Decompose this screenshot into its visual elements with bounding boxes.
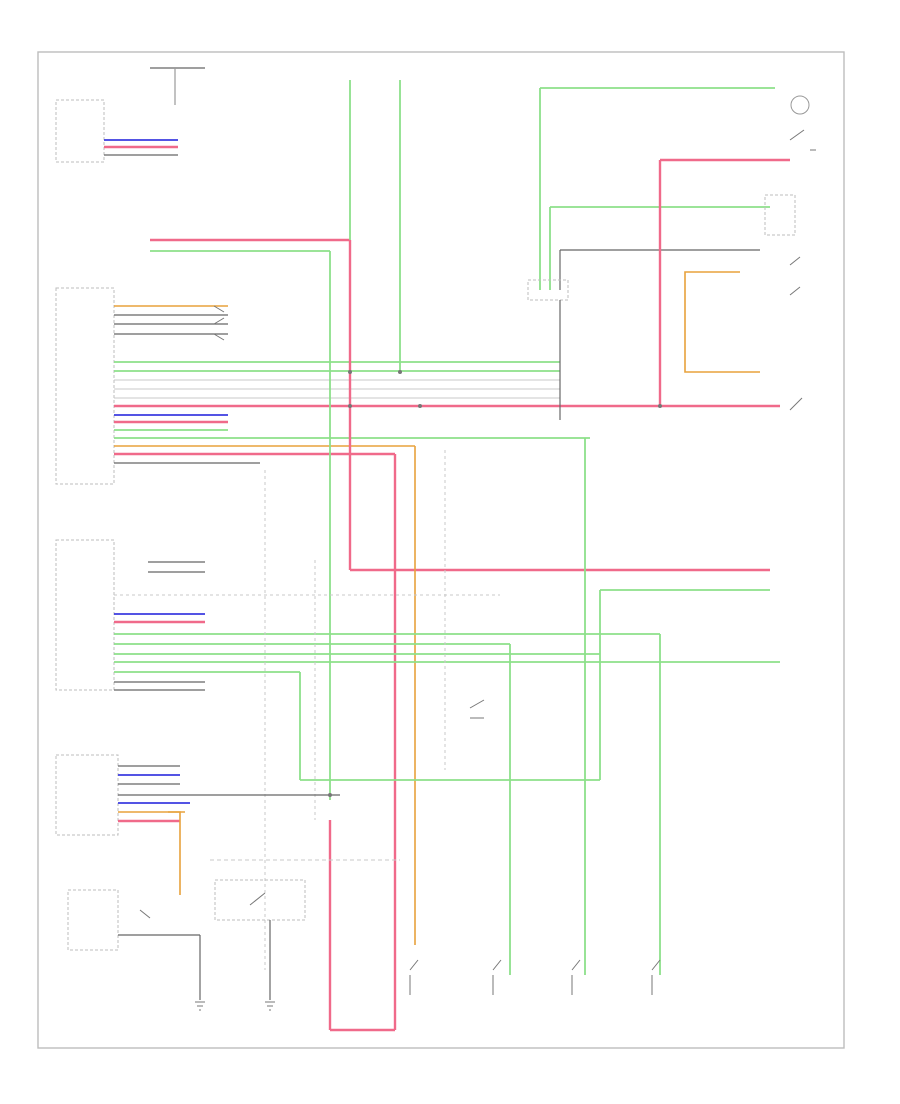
splice-dot [398,370,402,374]
switch-bottom-3 [571,959,581,995]
switch-middle [469,699,485,719]
lamp-icon [790,95,810,115]
switch-symbols-left [213,305,225,341]
splice-dot [348,370,352,374]
ground-icon-1 [195,1001,205,1011]
module-box-lower-left [55,754,119,836]
switch-bottom-left [139,909,151,919]
splice-dot [348,404,352,408]
switch-right-mid [789,256,801,296]
switch-bottom-2 [492,959,502,995]
switch-top-right [789,129,816,151]
module-box-bottom-left [67,889,119,951]
module-box-left [55,287,115,485]
module-box-top-left [55,99,105,163]
orange-drop [168,811,181,895]
module-box-bottom-center [214,879,306,921]
switch-bottom-1 [409,959,419,995]
connector-bundle [527,279,569,301]
switch-right-lower [789,397,803,411]
ground-icon-2 [265,1001,275,1011]
splice-dot [418,404,422,408]
switch-bottom-center [249,892,266,906]
orange-loop-right [684,271,760,373]
splice-dot [328,793,332,797]
module-box-passenger [55,539,115,691]
switch-bottom-4 [651,959,661,995]
splice-dot [658,404,662,408]
diagram-frame [37,51,845,1049]
relay-box [764,194,796,236]
